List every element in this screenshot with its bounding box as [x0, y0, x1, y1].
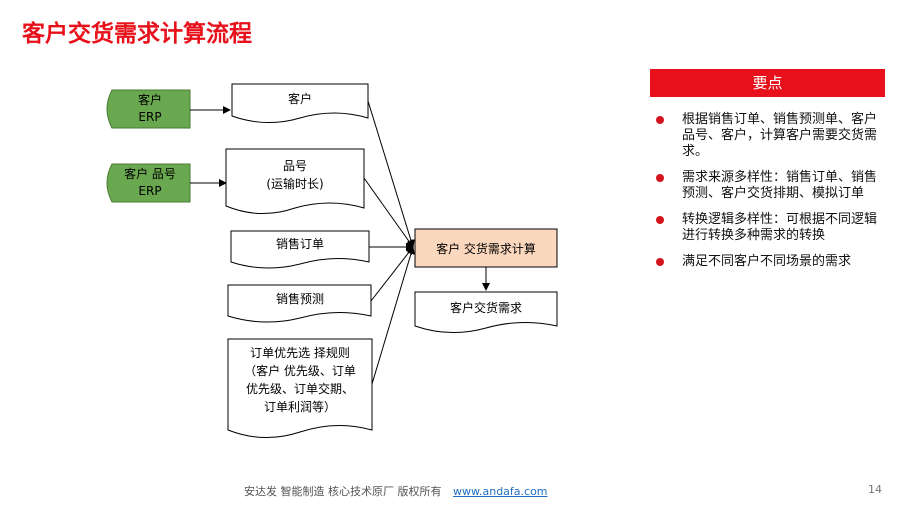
key-point: 满足不同客户不同场景的需求 — [656, 254, 878, 270]
source-sublabel: ERP — [138, 110, 161, 124]
doc-label: (运输时长) — [266, 176, 323, 191]
footer-text: 安达发 智能制造 核心技术原厂 版权所有 — [244, 485, 442, 498]
output-label: 客户交货需求 — [450, 300, 522, 315]
doc-label: 品号 — [283, 159, 307, 173]
output-document: 客户交货需求 — [414, 291, 558, 334]
process-label: 客户 交货需求计算 — [436, 241, 536, 256]
connector-priority-rules — [371, 246, 415, 385]
doc-label: 销售订单 — [276, 236, 324, 251]
source-customer-erp: 客户 ERP — [106, 89, 191, 129]
bullet-dot-icon — [656, 216, 664, 224]
key-points-header: 要点 — [650, 69, 885, 97]
page-title: 客户交货需求计算流程 — [22, 21, 252, 47]
page-number: 14 — [868, 483, 882, 496]
doc-label: （客户 优先级、订单 — [244, 363, 356, 378]
source-label: 客户 品号 — [124, 166, 176, 181]
source-sublabel: ERP — [138, 184, 161, 198]
key-points-list: 根据销售订单、销售预测单、客户品号、客户，计算客户需要交货需求。 需求来源多样性… — [656, 112, 878, 280]
doc-label: 订单利润等） — [264, 400, 336, 414]
bullet-dot-icon — [656, 174, 664, 182]
process-box: 客户 交货需求计算 — [414, 228, 558, 268]
doc-label: 客户 — [288, 91, 312, 106]
bullet-dot-icon — [656, 116, 664, 124]
doc-customer: 客户 — [231, 83, 369, 124]
connector-sales-forecast — [370, 246, 414, 302]
source-label: 客户 — [138, 92, 162, 107]
connector-customer — [367, 100, 415, 248]
doc-priority-rules: 订单优先选 择规则 （客户 优先级、订单 优先级、订单交期、 订单利润等） — [227, 338, 373, 439]
key-point: 需求来源多样性：销售订单、销售预测、客户交货排期、模拟订单 — [656, 170, 878, 202]
key-point: 转换逻辑多样性：可根据不同逻辑进行转换多种需求的转换 — [656, 212, 878, 244]
doc-label: 订单优先选 择规则 — [250, 345, 350, 360]
doc-part-number: 品号 (运输时长) — [225, 148, 365, 215]
footer: 安达发 智能制造 核心技术原厂 版权所有 www.andafa.com — [244, 483, 548, 499]
doc-label: 优先级、订单交期、 — [246, 381, 354, 396]
connector-part-number — [363, 177, 414, 248]
connector-lines — [363, 100, 415, 385]
doc-label: 销售预测 — [276, 291, 324, 306]
source-customer-part-erp: 客户 品号 ERP — [106, 163, 191, 203]
doc-sales-forecast: 销售预测 — [227, 284, 372, 323]
doc-sales-order: 销售订单 — [230, 230, 370, 269]
footer-link[interactable]: www.andafa.com — [453, 485, 548, 498]
key-point: 根据销售订单、销售预测单、客户品号、客户，计算客户需要交货需求。 — [656, 112, 878, 160]
bullet-dot-icon — [656, 258, 664, 266]
